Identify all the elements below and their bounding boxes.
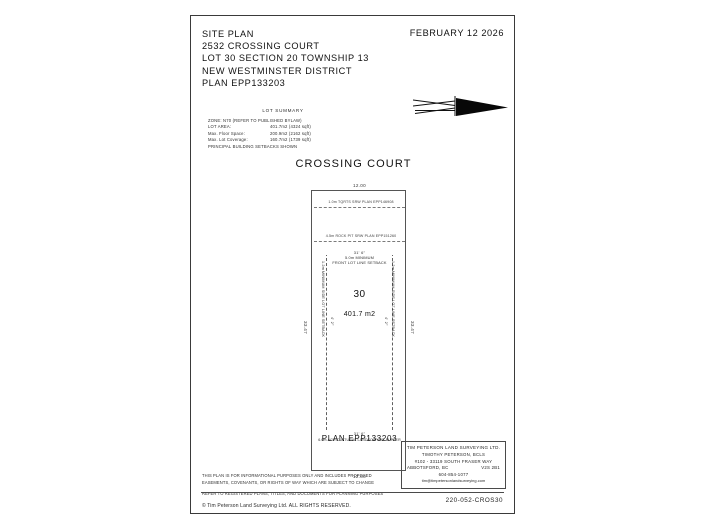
summary-row-setbacks-note: PRINCIPAL BUILDING SETBACKS SHOWN [208, 143, 298, 149]
front-setback-label: 5.0m MINIMUM FRONT LOT LINE SETBACK [326, 255, 393, 266]
site-plan-sheet: SITE PLAN 2532 CROSSING COURT LOT 30 SEC… [190, 15, 515, 514]
disclaimer-line-2: EASEMENTS, COVENANTS, OR RIGHTS OF WAY W… [202, 480, 375, 486]
plan-date: FEBRUARY 12 2026 [409, 28, 504, 38]
summary-value-lot-coverage: 160.7m2 (1739 sqft) [270, 137, 311, 143]
rear-buffer-feet-dimension: 31' 6" [326, 431, 393, 436]
srw-line-2 [314, 241, 405, 242]
street-name-label: CROSSING COURT [295, 158, 412, 170]
dimension-depth-right: 33.47 [410, 321, 415, 334]
lot-summary-block: LOT SUMMARY ZONE: N70 (REFER TO PUBLISHE… [208, 108, 358, 150]
surveyor-firm-name: TIM PETERSON LAND SURVEYING LTD. [406, 445, 501, 451]
summary-value-floor-space: 200.9m2 (2162 sqft) [270, 130, 311, 136]
summary-zone-text: ZONE: N70 (REFER TO PUBLISHED BYLAW) [208, 118, 302, 123]
side-setback-label-left: 1.2m MINIMUM SIDE LOT LINE SETBACK [321, 261, 325, 338]
summary-row-floor-space: Max. Floor Space: 200.9m2 (2162 sqft) [208, 131, 358, 137]
side-setback-label-right: 1.2m MINIMUM SIDE LOT LINE SETBACK [391, 261, 395, 338]
srw-label-1: 1.0m TQRTS SRW PLAN EPP146908 [328, 200, 394, 204]
project-number: 220-052-CROS30 [445, 497, 503, 504]
building-setback-envelope [326, 253, 393, 435]
dimension-frontage-bottom: 12.00 [353, 474, 366, 479]
front-setback-line1: 5.0m MINIMUM [344, 255, 375, 260]
surveyor-person-name: TIMOTHY PETERSON, BCLS [421, 452, 486, 458]
lot-area-label: 401.7 m2 [343, 311, 376, 318]
title-line-legal: LOT 30 SECTION 20 TOWNSHIP 13 [202, 53, 369, 64]
disclaimer-line-3: REFER TO REGISTERED PLANS, TITLES, AND D… [202, 490, 384, 496]
summary-label-floor-space: Max. Floor Space: [208, 130, 246, 136]
surveyor-address: #102 - 33119 SOUTH FRASER WAY [414, 458, 493, 464]
footer-divider [201, 492, 504, 493]
summary-row-lot-coverage: Max. Lot Coverage: 160.7m2 (1739 sqft) [208, 137, 358, 143]
plan-number-label: PLAN EPP133203 [321, 434, 398, 443]
surveyor-email: tim@timpetersonlandsurveying.com [421, 478, 486, 484]
title-line-site-plan: SITE PLAN [202, 29, 254, 39]
title-block: SITE PLAN 2532 CROSSING COURT LOT 30 SEC… [202, 28, 412, 89]
summary-row-lot-area: LOT AREA: 401.7m2 (4324 sqft) [208, 124, 358, 130]
surveyor-title-block: TIM PETERSON LAND SURVEYING LTD. TIMOTHY… [401, 441, 506, 489]
lot-number-label: 30 [353, 289, 366, 300]
disclaimer-block: THIS PLAN IS FOR INFORMATIONAL PURPOSES … [202, 472, 417, 509]
dimension-depth-left: 33.47 [303, 321, 308, 334]
front-setback-line2: FRONT LOT LINE SETBACK [332, 260, 387, 266]
side-setback-feet-left: 4' 2" [330, 317, 334, 326]
parcel-outline: 12.00 12.00 1.0m TQRTS SRW PLAN EPP14690… [303, 183, 415, 479]
north-arrow-icon [412, 92, 508, 122]
surveyor-postal-code: V2S 2B1 [481, 465, 500, 471]
summary-value-lot-area: 401.7m2 (4324 sqft) [270, 124, 311, 130]
title-line-address: 2532 CROSSING COURT [202, 41, 320, 52]
rear-buffer-label: 6.0m AGRICULTURAL LANDSCAPING BUFFER [318, 438, 401, 442]
copyright-notice: © Tim Peterson Land Surveying Ltd. ALL R… [202, 502, 351, 509]
front-setback-feet-dimension: 31' 6" [326, 250, 393, 255]
summary-row-zone: ZONE: N70 (REFER TO PUBLISHED BYLAW) [208, 118, 358, 124]
surveyor-phone: 604-854-1077 [438, 471, 469, 477]
side-setback-feet-right: 4' 2" [384, 317, 388, 326]
surveyor-city: ABBOTSFORD, BC [407, 465, 449, 471]
summary-label-lot-coverage: Max. Lot Coverage: [208, 137, 248, 143]
summary-label-lot-area: LOT AREA: [208, 124, 232, 130]
disclaimer-line-1: THIS PLAN IS FOR INFORMATIONAL PURPOSES … [202, 473, 372, 478]
srw-line-1 [314, 207, 405, 208]
srw-label-2: 4.5m ROCK PIT SRW PLAN EPP151260 [325, 234, 397, 238]
dimension-frontage-top: 12.00 [353, 183, 366, 188]
title-line-plan: PLAN EPP133203 [202, 77, 286, 88]
title-line-district: NEW WESTMINSTER DISTRICT [202, 65, 352, 76]
lot-summary-title: LOT SUMMARY [262, 108, 304, 113]
